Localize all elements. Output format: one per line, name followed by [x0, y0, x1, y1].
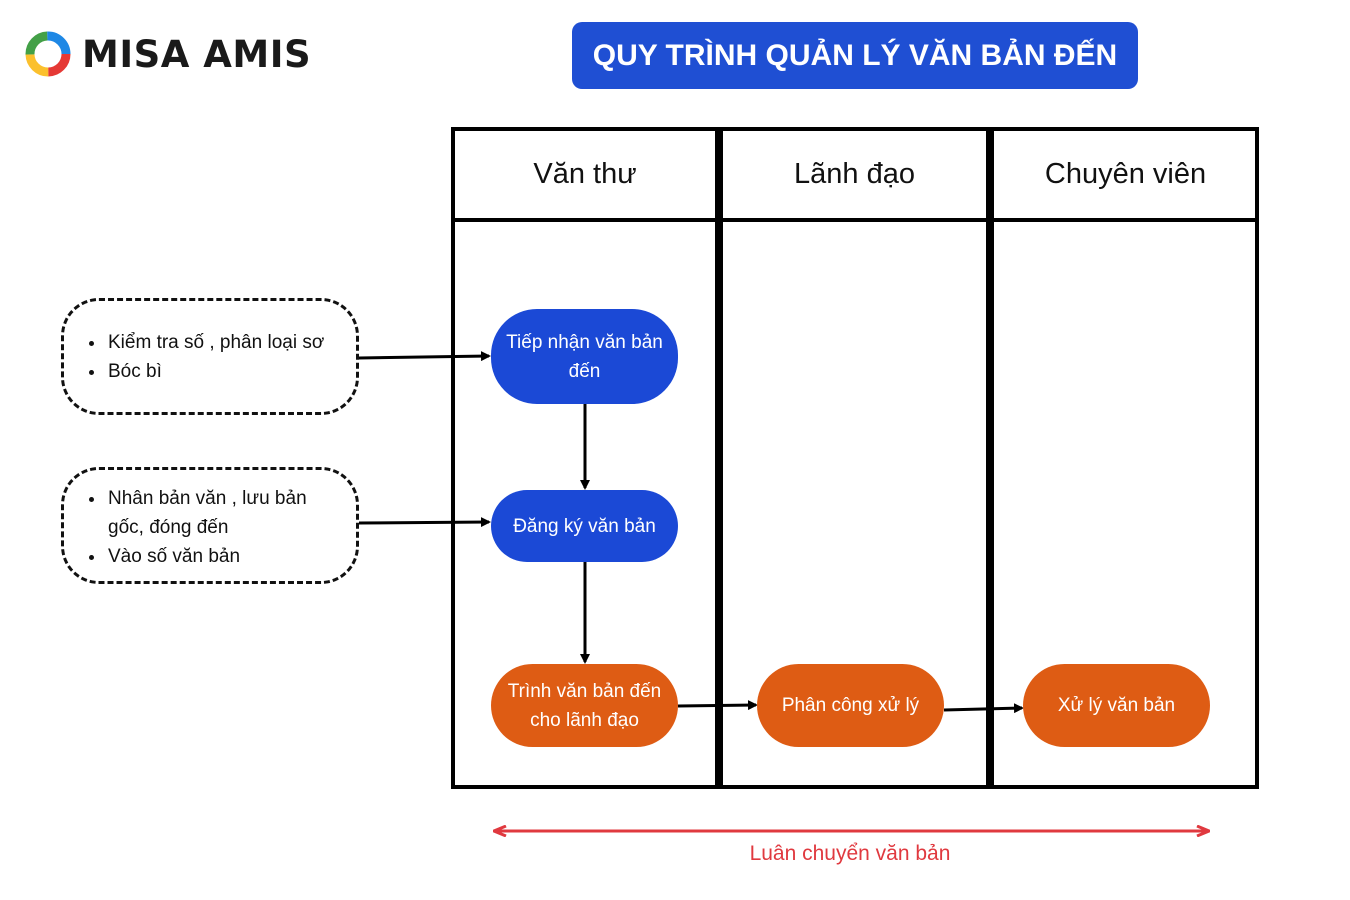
swimlane-frame [451, 127, 1259, 789]
note-item: Vào số văn bản [106, 542, 326, 571]
lane-header-lanh-dao: Lãnh đạo [794, 157, 915, 190]
misa-logo-icon [25, 31, 71, 77]
flow-span-label: Luân chuyển văn bản [749, 842, 951, 865]
node-assign-processing: Phân công xử lý [757, 664, 944, 747]
note-item: Nhân bản văn , lưu bản gốc, đóng đến [106, 484, 326, 542]
node-submit-to-leader: Trình văn bản đến cho lãnh đạo [491, 664, 678, 747]
node-register-document: Đăng ký văn bản [491, 490, 678, 562]
lane-header-chuyen-vien: Chuyên viên [1044, 157, 1207, 190]
lane-header-van-thu: Văn thư [533, 157, 637, 190]
connector-note-receive [358, 351, 491, 362]
node-process-document: Xử lý văn bản [1023, 664, 1210, 747]
note-item: Bóc bì [106, 357, 356, 386]
lane-divider-2 [986, 129, 994, 787]
connector-submit-assign [677, 700, 758, 711]
connector-note-register [358, 517, 491, 528]
note-item: Kiểm tra số , phân loại sơ [106, 328, 356, 357]
note-register-steps: Nhân bản văn , lưu bản gốc, đóng đến Vào… [61, 467, 359, 584]
brand-name: MISA AMIS [82, 32, 312, 76]
lane-divider-1 [715, 129, 723, 787]
brand-logo: MISA AMIS [24, 30, 311, 78]
page-title: QUY TRÌNH QUẢN LÝ VĂN BẢN ĐẾN [572, 22, 1138, 89]
note-receive-steps: Kiểm tra số , phân loại sơ Bóc bì [61, 298, 359, 415]
connector-assign-process [943, 703, 1024, 714]
node-receive-document: Tiếp nhận văn bản đến [491, 309, 678, 404]
